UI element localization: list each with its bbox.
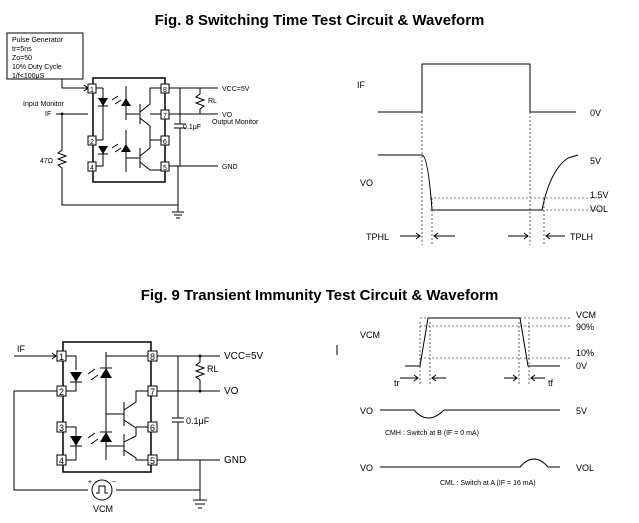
resistor-47-label: 47Ω: [40, 158, 53, 165]
wave-1p5v-label: 1.5V: [590, 190, 609, 200]
p10-label: 10%: [576, 348, 594, 358]
pin-label: 6: [163, 139, 167, 146]
tr-label: tr: [394, 378, 400, 388]
tplh-label: TPLH: [570, 232, 593, 242]
fig9-wave-vcm-label: VCM: [360, 330, 380, 340]
capacitor: [172, 356, 184, 460]
cap-label: 0.1μF: [183, 124, 201, 131]
fig9-waveform: VCM VCM 90% 10% 0V tr tf VO 5V CMH : Swi…: [336, 310, 596, 487]
wave-0v-label: 0V: [590, 108, 601, 118]
fig9-vcc-label: VCC=5V: [224, 351, 264, 362]
fig9-ic-body: [62, 341, 152, 473]
pin-label: 5: [150, 456, 155, 466]
fig9-circuit: IF 1 2 3 4 8 7 6 5: [13, 341, 264, 514]
pin-label: 7: [150, 387, 155, 397]
photodiode-icon: [121, 144, 131, 152]
pulse-generator-title: Pulse Generator: [12, 37, 64, 44]
cml-caption: CML : Switch at A (IF = 16 mA): [440, 480, 536, 487]
vcc-label: VCC=5V: [222, 86, 250, 93]
fig9-title: Fig. 9 Transient Immunity Test Circuit &…: [140, 287, 499, 304]
photodiode-icon: [100, 368, 112, 378]
pulse-generator-line: tr=5ns: [12, 46, 32, 53]
fig9-vo1-label: VO: [360, 406, 373, 416]
fig8-title: Fig. 8 Switching Time Test Circuit & Wav…: [154, 12, 485, 29]
fig9-0v-label: 0V: [576, 361, 587, 371]
resistor-47: [56, 114, 179, 206]
rl-label: RL: [208, 98, 217, 105]
tphl-label: TPHL: [366, 232, 389, 242]
pin-label: 5: [163, 165, 167, 172]
pin-label: 6: [150, 423, 155, 433]
wave-5v-label: 5V: [590, 156, 601, 166]
vcm-plus: +: [88, 479, 92, 486]
wave-vol-label: VOL: [590, 204, 608, 214]
cmh-waveform: [380, 409, 560, 419]
pin-label: 2: [59, 387, 64, 397]
ground-icon: [172, 205, 184, 219]
pin-label: 4: [90, 165, 94, 172]
fig8-circuit: Pulse Generator tr=5ns Zo=50 10% Duty Cy…: [6, 32, 259, 219]
fig8-waveform: IF 0V 5V VO 1.5V VOL TPHL TPLH: [357, 63, 609, 245]
vo-label: VO: [222, 112, 233, 119]
fig9-vo-label: VO: [224, 386, 239, 397]
resistor-rl: [194, 356, 206, 391]
led-icon: [98, 146, 108, 154]
led-icon: [98, 98, 108, 106]
vcm-waveform: [405, 317, 560, 367]
cml-waveform: [380, 458, 560, 468]
resistor-rl: [194, 88, 206, 114]
fig9-cap-label: 0.1μF: [186, 416, 210, 426]
vcm-minus: −: [112, 479, 116, 486]
if-label: IF: [45, 111, 51, 118]
tf-label: tf: [548, 378, 554, 388]
led-icon: [70, 436, 82, 446]
pulse-generator-line: Zo=50: [12, 55, 32, 62]
pulse-generator-box: [6, 32, 84, 80]
pin-label: 2: [90, 139, 94, 146]
output-monitor-label: Output Monitor: [212, 119, 259, 126]
led-icon: [70, 372, 82, 382]
fig9-if-label: IF: [17, 344, 26, 354]
vcm-source-icon: [91, 479, 113, 501]
wave-if-label: IF: [357, 80, 366, 90]
cmh-caption: CMH : Switch at B (IF = 0 mA): [385, 430, 479, 437]
vo-waveform: [378, 154, 579, 211]
pin-label: 8: [163, 87, 167, 94]
fig9-vo2-label: VO: [360, 463, 373, 473]
input-monitor-label: Input Monitor: [23, 101, 65, 108]
fig9-vol-label: VOL: [576, 463, 594, 473]
fig9-5v-label: 5V: [576, 406, 587, 416]
vcm-top-label: VCM: [576, 310, 596, 320]
fig9-vcm-label: VCM: [93, 504, 113, 514]
pulse-generator-line: 10% Duty Cycle: [12, 64, 62, 71]
pin-label: 1: [59, 352, 64, 362]
pin-label: 4: [59, 456, 64, 466]
ground-icon: [193, 490, 207, 509]
fig9-rl-label: RL: [207, 364, 219, 374]
pin-label: 3: [59, 423, 64, 433]
fig8-ic-body: [92, 77, 166, 183]
capacitor: [174, 88, 186, 166]
photodiode-icon: [121, 98, 131, 106]
if-waveform: [378, 63, 576, 113]
wave-vo-label: VO: [360, 178, 373, 188]
photodiode-icon: [100, 432, 112, 442]
p90-label: 90%: [576, 322, 594, 332]
pin-label: 8: [150, 352, 155, 362]
pin-label: 1: [90, 87, 94, 94]
pin-label: 7: [163, 113, 167, 120]
pulse-generator-line: 1/f<100μS: [12, 73, 45, 80]
gnd-label: GND: [222, 164, 238, 171]
fig9-gnd-label: GND: [224, 455, 246, 466]
